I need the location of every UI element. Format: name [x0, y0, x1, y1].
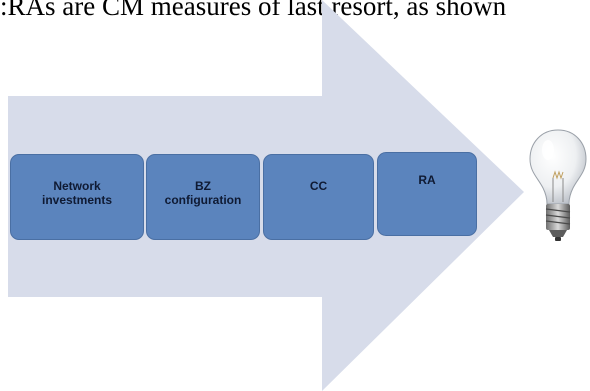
step-bz-configuration-line2: configuration	[164, 193, 242, 207]
step-network-investments: Network investments	[10, 154, 144, 240]
caption-text: :RAs are CM measures of last resort, as …	[0, 0, 507, 21]
step-network-investments-line1: Network	[53, 179, 101, 193]
step-bz-configuration-line1: BZ	[195, 179, 211, 193]
light-bulb-icon	[529, 129, 587, 241]
step-cc: CC	[263, 154, 374, 240]
step-network-investments-line2: investments	[41, 193, 113, 207]
step-cc-label: CC	[309, 179, 328, 193]
step-ra-label: RA	[418, 173, 436, 187]
step-ra: RA	[377, 152, 477, 236]
step-bz-configuration: BZ configuration	[146, 154, 260, 240]
